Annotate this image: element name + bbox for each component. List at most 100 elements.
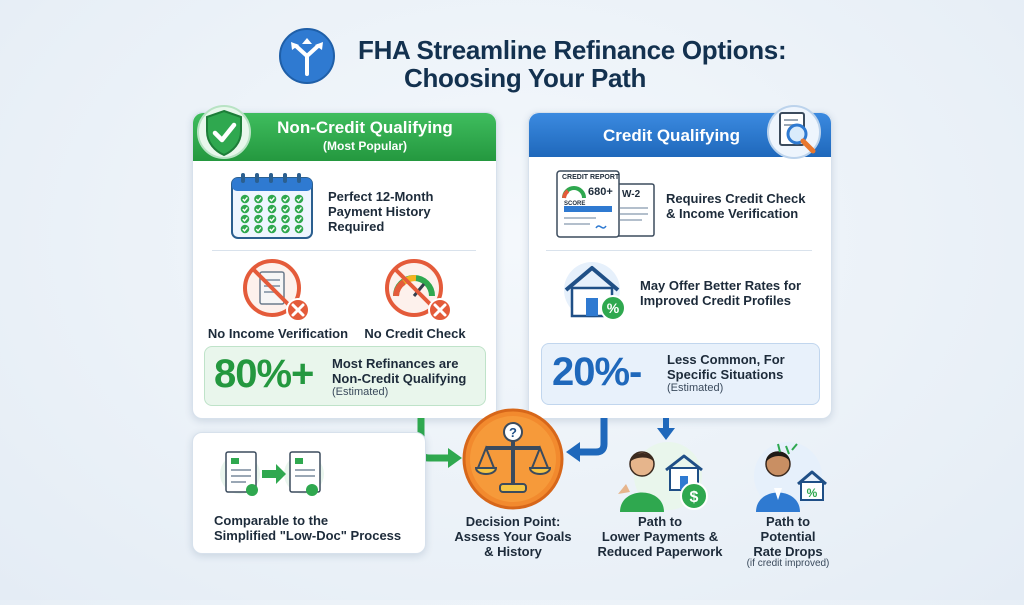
arrow-right-down-head [657,428,675,440]
calendar-check-mark [282,196,289,202]
magnifier-document-icon [766,104,824,160]
calendar-check-dot [240,194,250,204]
calendar-check-dot [254,224,263,234]
house-percent-icon: % [558,260,632,324]
no-credit-label: No Credit Check [364,326,466,341]
left-divider [212,250,476,251]
payment-history-line3: Required [328,219,385,234]
page-title-line2: Choosing Your Path [404,63,647,93]
svg-text:%: % [607,300,620,316]
calendar-check-dot [294,214,304,224]
credit-requirement-line2: & Income Verification [666,206,799,221]
right-stat-box [541,343,820,405]
left-stat-box [204,346,486,406]
left-stat-line1: Most Refinances are [332,356,459,371]
credit-report-icon [556,170,656,240]
calendar-check-dot [254,194,263,204]
document-transfer-icon [220,446,328,502]
calendar-check-mark [296,226,302,232]
path-rate-note: (if credit improved) [746,558,830,569]
credit-benefit-line2: Improved Credit Profiles [640,293,791,308]
calendar-check-dot [294,204,304,214]
calendar-check-icon [231,172,313,240]
decision-line3: & History [484,544,542,559]
svg-text:%: % [807,486,818,500]
calendar-check-mark [255,206,262,212]
calendar-check-dot [254,204,263,214]
calendar-check-dot [240,204,250,214]
calendar-check-dot [294,224,304,234]
no-credit-icon [382,258,454,324]
low-doc-line2: Simplified "Low-Doc" Process [214,528,402,543]
calendar-check-dot [267,224,277,234]
calendar-check-mark [269,226,275,232]
payment-history-line2: Payment History [328,204,431,219]
calendar-check-mark [242,226,248,232]
calendar-check-mark [242,196,248,202]
calendar-check-dot [281,204,290,214]
decision-line2: Assess Your Goals [454,529,572,544]
left-stat-value: 80%+ [214,352,314,396]
path-rate-line1: Path to [765,514,811,529]
calendar-check-mark [296,206,302,212]
calendar-check-mark [269,196,275,202]
arrow-right-to-decision-head [566,442,580,462]
svg-text:?: ? [509,425,517,440]
low-doc-line1: Comparable to the [214,513,329,528]
calendar-check-mark [255,216,262,222]
calendar-check-mark [296,216,302,222]
credit-title: Credit Qualifying [603,126,740,145]
calendar-check-mark [255,226,262,232]
credit-requirement-line1: Requires Credit Check [666,191,806,206]
calendar-check-mark [282,216,289,222]
person-house-dollar-icon: $ [608,440,712,512]
report-header: CREDIT REPORT [562,174,620,181]
path-rate-line3: Rate Drops [753,544,823,559]
scale-icon: ? [462,408,564,510]
title-icon [279,28,335,84]
w2-label: W-2 [622,189,641,200]
calendar-check-mark [296,196,302,202]
calendar-check-mark [282,226,289,232]
calendar-check-mark [269,206,275,212]
calendar-check-mark [242,216,248,222]
path-rate-line2: Potential [760,529,816,544]
calendar-check-mark [269,216,275,222]
right-stat-value: 20%- [552,350,642,394]
calendar-check-dot [254,214,263,224]
calendar-check-dot [267,204,277,214]
shield-check-icon [196,103,252,161]
person-house-percent-icon: % [748,440,830,512]
arrow-left-to-decision-head [448,448,462,468]
calendar-check-dot [294,194,304,204]
calendar-check-dot [240,224,250,234]
no-income-label: No Income Verification [207,326,349,341]
path-lower-line1: Path to [637,514,683,529]
calendar-check-mark [255,196,262,202]
svg-text:$: $ [690,489,699,506]
report-score: 680+ [588,186,613,198]
report-score-label: SCORE [564,201,586,207]
right-stat-note: (Estimated) [667,382,724,394]
calendar-check-dot [240,214,250,224]
calendar-check-dot [281,214,290,224]
right-divider [546,250,812,251]
non-credit-title: Non-Credit Qualifying [277,118,453,137]
calendar-check-dot [267,194,277,204]
right-stat-line2: Specific Situations [667,367,784,382]
page-title-line1: FHA Streamline Refinance Options: [358,35,787,65]
arrow-right-to-decision [578,418,608,456]
calendar-check-dot [281,224,290,234]
calendar-check-dot [281,194,290,204]
path-lower-line3: Reduced Paperwork [597,544,723,559]
left-stat-line2: Non-Credit Qualifying [332,371,467,386]
left-stat-note: (Estimated) [332,386,389,398]
credit-benefit-line1: May Offer Better Rates for [640,278,802,293]
non-credit-subtitle: (Most Popular) [323,139,407,153]
path-lower-line2: Lower Payments & [601,529,719,544]
no-income-icon [240,258,312,324]
right-stat-line1: Less Common, For [667,352,785,367]
decision-line1: Decision Point: [465,514,561,529]
calendar-check-dot [267,214,277,224]
payment-history-line1: Perfect 12-Month [328,189,434,204]
